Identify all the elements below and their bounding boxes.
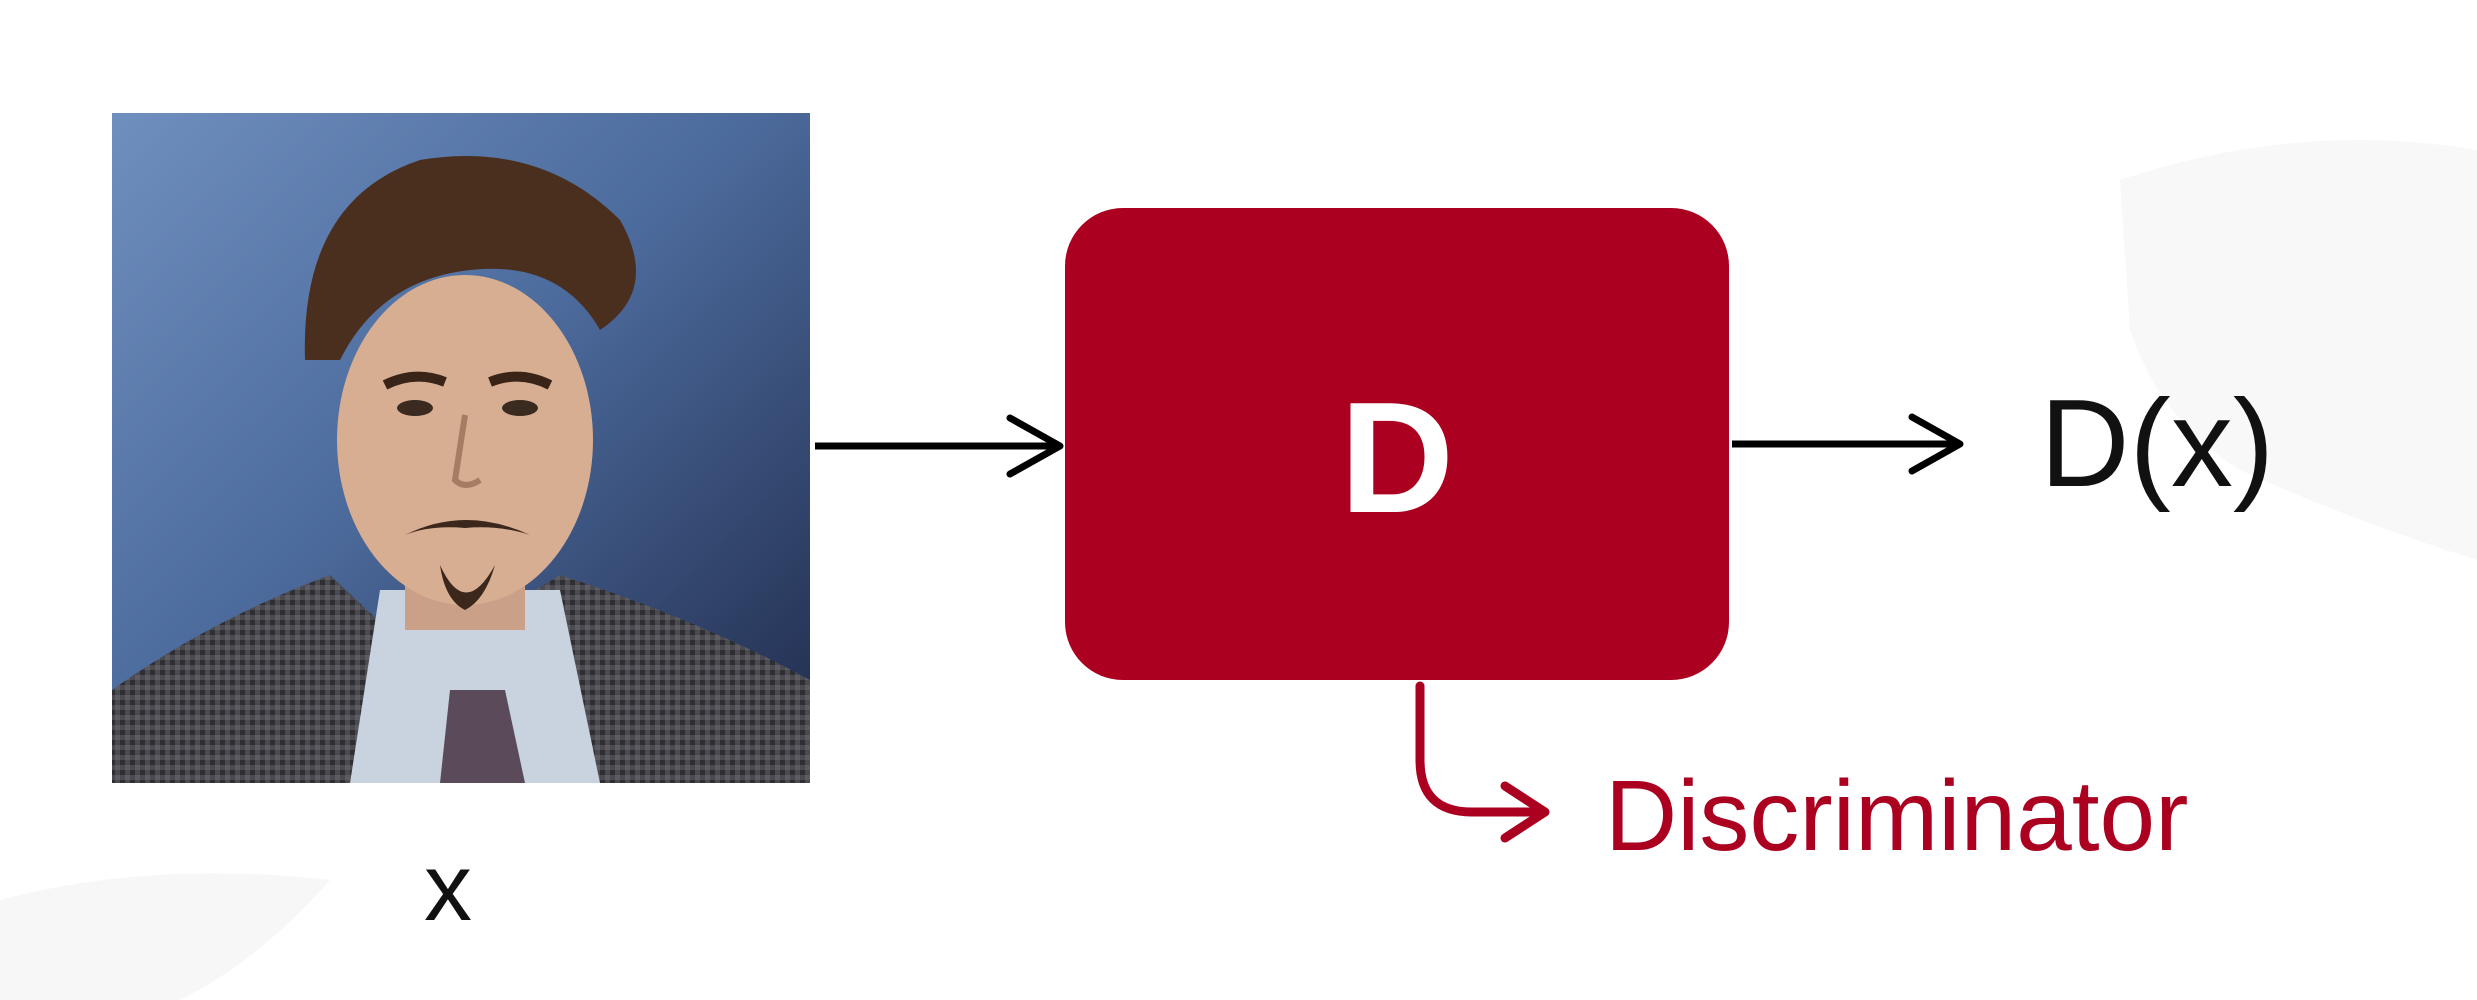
- discriminator-box: [1065, 208, 1729, 680]
- background-shape: [2120, 140, 2477, 560]
- output-arrow-head: [1908, 413, 1964, 475]
- input-label: x: [424, 834, 472, 941]
- background-shape: [0, 873, 330, 1000]
- discriminator-box-label: D: [1340, 370, 1454, 546]
- input-photo: [112, 113, 810, 783]
- output-label: D(x): [2040, 375, 2274, 513]
- callout-label: Discriminator: [1605, 760, 2188, 872]
- input-arrow-head: [1006, 414, 1064, 478]
- callout-arrow: [1415, 681, 1545, 817]
- callout-arrow-head: [1500, 781, 1550, 843]
